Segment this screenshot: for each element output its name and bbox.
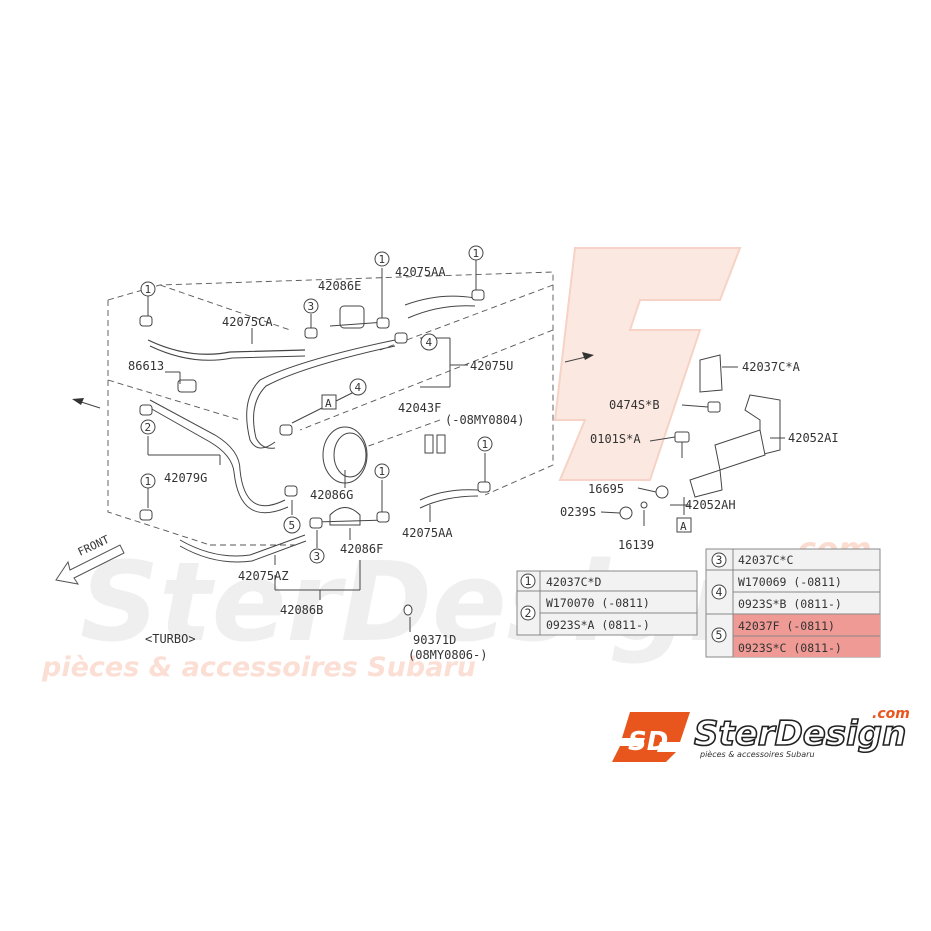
label-90371d: 90371D (413, 633, 456, 647)
callout-circles: 1 1 1 1 1 1 2 3 3 4 4 5 (140, 245, 493, 564)
callout-3: 3 (303, 298, 319, 314)
svg-text:2: 2 (145, 421, 152, 434)
svg-text:1: 1 (482, 438, 489, 451)
hose-42075az (179, 534, 306, 557)
watermark-logo-shape (553, 247, 742, 481)
label-42043f: 42043F (398, 401, 441, 415)
part-labels: 42075CA 42086E 42075AA 42075U 86613 4207… (76, 265, 839, 662)
hose-42075aa-bottom (419, 489, 479, 501)
callout-1: 1 (477, 436, 493, 452)
legend-table-right: 3 42037C*C 4 W170069 (-0811) 0923S*B (08… (705, 548, 881, 658)
front-arrow-icon (55, 544, 125, 585)
label-16695: 16695 (588, 482, 624, 496)
svg-text:4: 4 (355, 381, 362, 394)
legend-row-2a: W170070 (-0811) (546, 596, 650, 610)
valve-42086f (329, 507, 361, 526)
logo-mark-text: SD (628, 727, 668, 757)
legend-num-1: 1 (525, 574, 532, 588)
sterdesign-logo: SD SterDesign .com pièces & accessoires … (612, 706, 910, 762)
direction-arrows (55, 352, 594, 585)
hoses (139, 289, 781, 616)
svg-text:1: 1 (145, 475, 152, 488)
callout-1: 1 (140, 281, 156, 297)
legend-row-2b: 0923S*A (0811-) (546, 618, 650, 632)
svg-text:1: 1 (379, 253, 386, 266)
legend-num-5: 5 (716, 628, 723, 642)
ref-a-markers: A A (321, 394, 692, 533)
svg-text:1: 1 (379, 465, 386, 478)
label-42043f-note: (-08MY0804) (445, 413, 524, 427)
callout-2: 2 (140, 419, 156, 435)
label-42075aa-bottom: 42075AA (402, 526, 453, 540)
label-0474sb: 0474S*B (609, 398, 660, 412)
svg-text:1: 1 (145, 283, 152, 296)
label-42086f: 42086F (340, 542, 383, 556)
callout-1: 1 (468, 245, 484, 261)
clip-86613 (177, 379, 197, 393)
ref-a-top: A (325, 397, 332, 410)
label-42075u: 42075U (470, 359, 513, 373)
logo-com: .com (872, 706, 910, 722)
label-42079g: 42079G (164, 471, 207, 485)
callout-4: 4 (349, 378, 367, 396)
callout-5: 5 (283, 516, 301, 534)
legend-row-5b: 0923S*C (0811-) (738, 641, 842, 655)
part-42043f (424, 434, 434, 454)
callout-3: 3 (309, 548, 325, 564)
logo-mark (612, 712, 690, 762)
label-42086b: 42086B (280, 603, 323, 617)
callout-1: 1 (374, 463, 390, 479)
svg-text:3: 3 (314, 550, 321, 563)
callout-4: 4 (420, 333, 438, 351)
label-42086g: 42086G (310, 488, 353, 502)
label-42075az: 42075AZ (238, 569, 289, 583)
label-42075aa-top: 42075AA (395, 265, 446, 279)
legend-row-3a: 42037C*C (738, 553, 793, 567)
label-0101sa: 0101S*A (590, 432, 641, 446)
label-42052ai: 42052AI (788, 431, 839, 445)
label-16139: 16139 (618, 538, 654, 552)
svg-text:5: 5 (289, 519, 296, 532)
bracket-assembly (619, 354, 781, 520)
svg-text:1: 1 (473, 247, 480, 260)
part-90371d (403, 604, 413, 616)
legend-num-2: 2 (525, 606, 532, 620)
label-86613: 86613 (128, 359, 164, 373)
legend-table-left: 1 42037C*D 2 W170070 (-0811) 0923S*A (08… (516, 570, 698, 636)
callout-1: 1 (374, 251, 390, 267)
valve-42086e (339, 305, 365, 329)
ref-a-bottom: A (680, 520, 687, 533)
logo-name: SterDesign (694, 714, 906, 754)
logo-tagline: pièces & accessoires Subaru (699, 749, 815, 759)
legend-row-1a: 42037C*D (546, 575, 601, 589)
dashed-outlines (107, 271, 554, 546)
watermark-tagline: pièces & accessoires Subaru (41, 652, 476, 683)
legend-row-4a: W170069 (-0811) (738, 575, 842, 589)
hose-42075aa-top (404, 295, 476, 306)
svg-text:3: 3 (308, 300, 315, 313)
hose-42075u (246, 339, 396, 449)
label-turbo: <TURBO> (145, 632, 196, 646)
legend-num-3: 3 (716, 553, 723, 567)
legend-num-4: 4 (716, 585, 723, 599)
label-42037ca: 42037C*A (742, 360, 801, 374)
legend-row-4b: 0923S*B (0811-) (738, 597, 842, 611)
label-42075ca: 42075CA (222, 315, 273, 329)
label-42052ah: 42052AH (685, 498, 736, 512)
svg-text:4: 4 (426, 336, 433, 349)
label-90371d-note: (08MY0806-) (408, 648, 487, 662)
callout-1: 1 (140, 473, 156, 489)
hose-clamps (139, 289, 491, 529)
label-42086e: 42086E (318, 279, 361, 293)
label-0239s: 0239S (560, 505, 596, 519)
hose-42075ca (147, 339, 306, 355)
hose-42079g (149, 399, 286, 507)
legend-row-5a: 42037F (-0811) (738, 619, 835, 633)
